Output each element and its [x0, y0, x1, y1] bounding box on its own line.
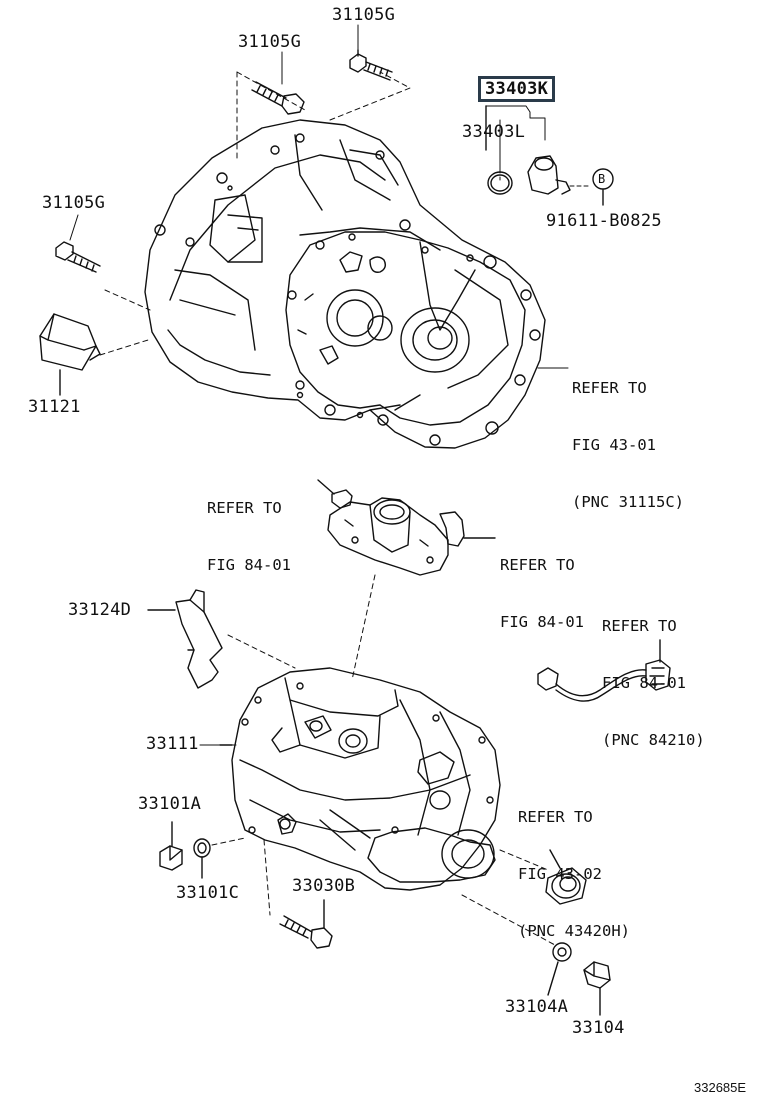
refer-note-84-01-left: REFER TO FIG 84-01	[207, 461, 291, 594]
label-leaders	[70, 25, 568, 745]
bolt-31105g-top-shape	[350, 50, 392, 80]
label-33403k-highlighted: 33403K	[478, 76, 556, 102]
part-33104a-shape	[548, 943, 571, 995]
label-33030b: 33030B	[292, 876, 356, 896]
dashed-leaders-upper	[100, 72, 500, 355]
refer-note-line: REFER TO	[518, 808, 593, 826]
part-33403k-shape	[486, 106, 603, 205]
label-31105g-mid: 31105G	[238, 32, 302, 52]
refer-note-line: (PNC 31115C)	[572, 493, 684, 511]
dashed-leaders-lower	[212, 575, 555, 945]
bolt-33030b-shape	[280, 900, 332, 948]
circle-b-marker	[593, 169, 613, 189]
refer-note-line: (PNC 43420H)	[518, 922, 630, 940]
refer-note-84-01-sensor: REFER TO FIG 84-01 (PNC 84210)	[602, 579, 705, 769]
refer-note-line: FIG 84-01	[602, 674, 686, 692]
label-31121: 31121	[28, 397, 81, 417]
refer-note-line: FIG 43-01	[572, 436, 656, 454]
label-33111: 33111	[146, 734, 199, 754]
refer-note-line: REFER TO	[500, 556, 575, 574]
label-33104a: 33104A	[505, 997, 569, 1017]
part-33101c-shape	[194, 839, 210, 878]
refer-note-line: FIG 84-01	[500, 613, 584, 631]
circle-b-label: B	[598, 172, 606, 186]
transmission-case-lower	[220, 668, 500, 890]
transmission-housing-upper	[145, 120, 545, 448]
label-91611-b0825: 91611-B0825	[546, 211, 662, 231]
label-33124d: 33124D	[68, 600, 132, 620]
refer-note-line: (PNC 84210)	[602, 731, 705, 749]
label-31105g-left: 31105G	[42, 193, 106, 213]
diagram-code: 332685E	[694, 1080, 747, 1095]
part-33101a-shape	[160, 822, 182, 870]
label-31105g-top: 31105G	[332, 5, 396, 25]
label-33104: 33104	[572, 1018, 625, 1038]
shift-cover-assembly	[318, 480, 495, 575]
label-33101a: 33101A	[138, 794, 202, 814]
refer-note-line: REFER TO	[602, 617, 677, 635]
label-33403l: 33403L	[462, 122, 526, 142]
part-33124d-shape	[148, 590, 222, 688]
refer-note-43-01: REFER TO FIG 43-01 (PNC 31115C)	[572, 341, 684, 531]
bolt-31105g-mid-shape	[252, 82, 304, 114]
part-33104-shape	[584, 962, 610, 1015]
bolt-31105g-left-shape	[56, 242, 100, 272]
refer-note-line: REFER TO	[207, 499, 282, 517]
part-31121-shape	[40, 314, 100, 395]
refer-note-line: FIG 84-01	[207, 556, 291, 574]
oil-seal-shape	[546, 850, 586, 904]
refer-note-line: FIG 43-02	[518, 865, 602, 883]
sensor-cable-assembly	[538, 640, 670, 701]
label-33101c: 33101C	[176, 883, 240, 903]
refer-note-84-01-right: REFER TO FIG 84-01	[500, 518, 584, 651]
refer-note-43-02: REFER TO FIG 43-02 (PNC 43420H)	[518, 770, 630, 960]
refer-note-line: REFER TO	[572, 379, 647, 397]
